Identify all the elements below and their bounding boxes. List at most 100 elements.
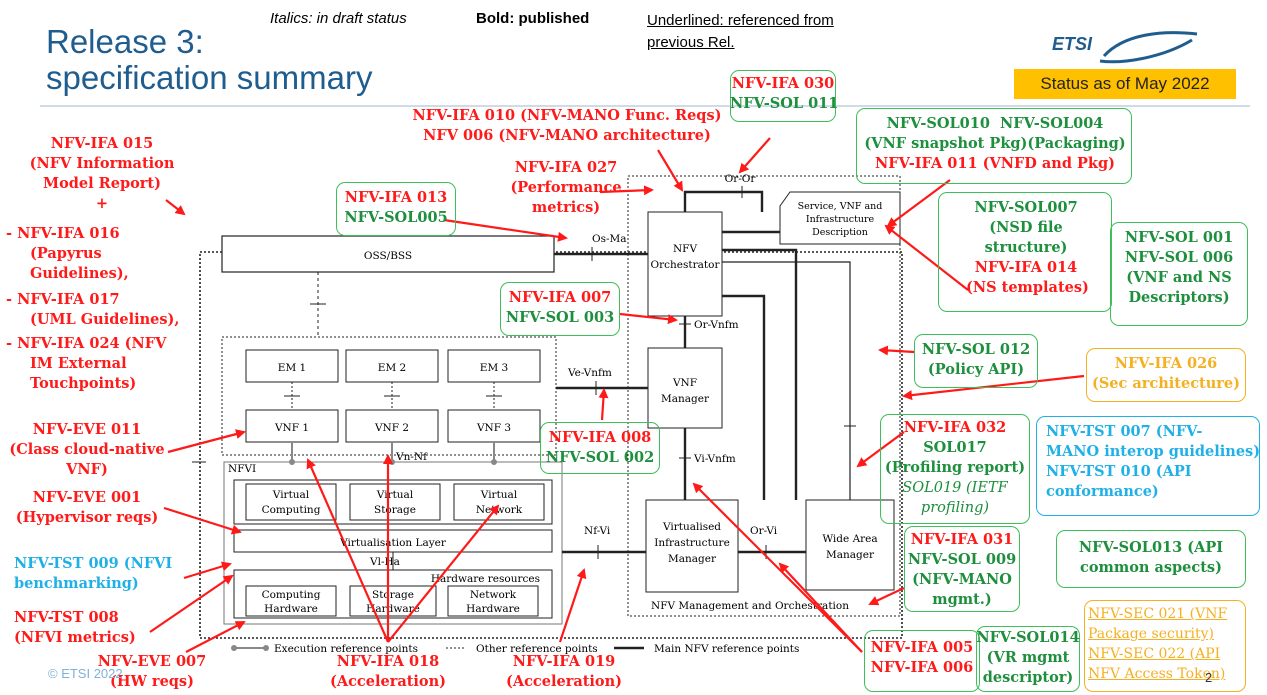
svg-text:Manager: Manager [661, 393, 710, 405]
ifa005-box [864, 630, 980, 692]
tst007-box [1036, 416, 1260, 516]
virtualisation-layer-label: Virtualisation Layer [339, 537, 447, 549]
svg-text:Service, VNF and: Service, VNF and [798, 201, 883, 212]
mano-frame [627, 175, 901, 617]
computing-hardware-box [245, 585, 337, 617]
sol010-sol004-label: NFV-SOL010 NFV-SOL004 (VNF snapshot Pkg)… [864, 115, 1126, 172]
svg-text:Computing: Computing [262, 504, 321, 516]
title-line-1: Release 3: [46, 23, 204, 60]
ifa018-label: NFV-IFA 018(Acceleration) [329, 653, 447, 690]
svg-text:Execution reference points: Execution reference points [274, 643, 418, 655]
svg-text:Manager: Manager [826, 549, 875, 561]
svg-text:Nf-Vi: Nf-Vi [584, 525, 611, 537]
svg-text:Hardware: Hardware [466, 603, 520, 615]
sol012-box [914, 334, 1038, 388]
ifa026-label: NFV-IFA 026(Sec architecture) [1091, 355, 1241, 392]
em3-label: EM 3 [480, 362, 508, 374]
svg-text:NFV: NFV [673, 243, 697, 255]
header-divider [40, 105, 1250, 107]
svg-text:Orchestrator: Orchestrator [651, 259, 721, 271]
ifa019-label: NFV-IFA 019(Acceleration) [505, 653, 623, 690]
virtual-storage-box [349, 483, 441, 521]
title-line-2: specification summary [46, 59, 373, 96]
vnf1-box [245, 409, 339, 443]
ifa031-sol009-label: NFV-IFA 031 NFV-SOL 009 (NFV-MANO mgmt.) [907, 531, 1017, 608]
svg-text:Hardware: Hardware [264, 603, 318, 615]
ifa008-box [540, 422, 660, 474]
svg-text:Infrastructure: Infrastructure [654, 537, 730, 549]
svg-text:Infrastructure: Infrastructure [806, 214, 875, 225]
svg-text:Network: Network [476, 504, 523, 516]
svg-text:Other reference points: Other reference points [476, 643, 598, 655]
oss-bss-box [221, 235, 555, 273]
svg-text:Wide Area: Wide Area [822, 533, 877, 545]
em1-label: EM 1 [278, 362, 306, 374]
sol013-box [1056, 530, 1246, 588]
svg-text:Os-Ma: Os-Ma [592, 233, 627, 245]
em3-box [447, 349, 541, 383]
etsi-logo [1099, 31, 1198, 64]
page-number: 2 [1205, 670, 1213, 685]
copyright: © ETSI 2022 [48, 666, 123, 681]
vnf2-box [345, 409, 439, 443]
svg-text:Vi-Vnfm: Vi-Vnfm [693, 453, 736, 465]
sol007-ifa014-label: NFV-SOL007 (NSD file structure) NFV-IFA … [966, 199, 1089, 296]
nfv-orchestrator-box [647, 211, 723, 317]
mano-label: NFV Management and Orchestration [651, 600, 849, 612]
svg-text:Computing: Computing [262, 589, 321, 601]
hardware-resources-label: Hardware resources [431, 573, 540, 585]
eve007-label: NFV-EVE 007(HW reqs) [97, 653, 207, 690]
nfvi-label: NFVI [228, 463, 256, 475]
em2-label: EM 2 [378, 362, 406, 374]
sol007-box [938, 192, 1112, 312]
network-hardware-box [447, 585, 539, 617]
svg-text:Storage: Storage [372, 589, 414, 601]
ifa013-box [336, 182, 456, 236]
svg-text:Hardware: Hardware [366, 603, 420, 615]
sol012-label: NFV-SOL 012(Policy API) [921, 341, 1031, 378]
ifa007-box [500, 282, 620, 336]
vnf-region [221, 336, 557, 456]
legend-italic: Italics: in draft status [270, 10, 407, 27]
sol010-box [856, 108, 1132, 184]
ifa032-box [880, 414, 1030, 524]
legend-underlined: Underlined: referenced from previous Rel… [647, 10, 907, 54]
svg-text:Manager: Manager [668, 553, 717, 565]
vnf3-box [447, 409, 541, 443]
vnf3-label: VNF 3 [476, 422, 511, 434]
ifa017-label: - NFV-IFA 017(UML Guidelines), [6, 291, 180, 328]
vnf2-label: VNF 2 [374, 422, 409, 434]
legend-underlined-line-2: previous Rel. [647, 34, 735, 51]
svg-text:Virtual: Virtual [272, 489, 310, 501]
ifa026-box [1086, 348, 1246, 402]
svg-text:VNF: VNF [672, 377, 697, 389]
em2-box [345, 349, 439, 383]
page-title: Release 3: specification summary [46, 24, 426, 96]
vi-ha-label: Vl-Ha [369, 556, 400, 568]
legend-bold: Bold: published [476, 10, 590, 27]
sol001-box [1110, 222, 1248, 326]
tst007-tst010-label: NFV-TST 007 (NFV-MANO interop guidelines… [1046, 423, 1261, 500]
sol014-box [976, 626, 1080, 692]
svg-text:Or-Or: Or-Or [725, 173, 757, 185]
svg-text:Or-Vnfm: Or-Vnfm [694, 319, 739, 331]
eve001-label: NFV-EVE 001(Hypervisor reqs) [15, 489, 159, 526]
ifa010-label: NFV-IFA 010 (NFV-MANO Func. Reqs)NFV 006… [412, 107, 722, 144]
svg-text:Network: Network [470, 589, 517, 601]
vim-box [645, 499, 739, 593]
vnf1-label: VNF 1 [274, 422, 309, 434]
